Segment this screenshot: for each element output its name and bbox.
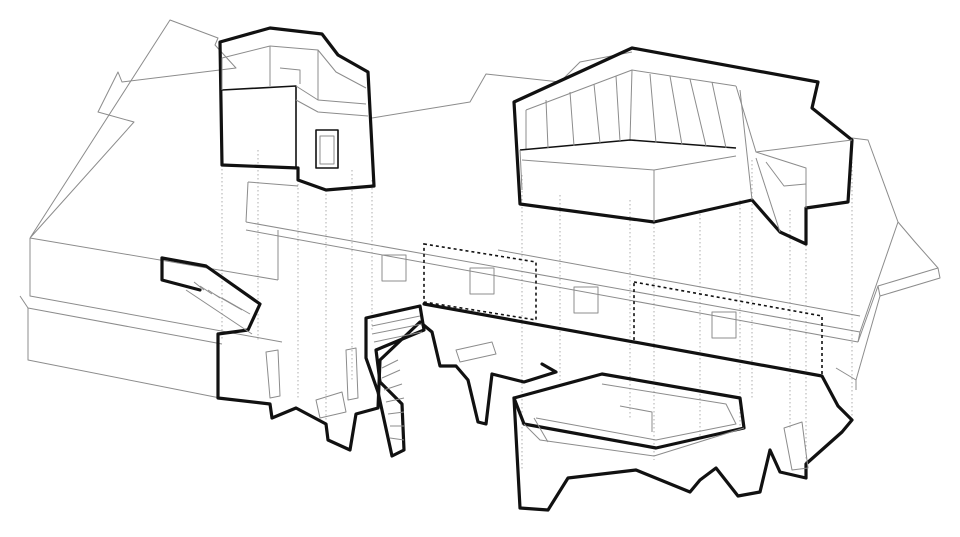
dashed-frame-right [633, 281, 823, 377]
upper-right-skylight-pavilion [512, 46, 854, 246]
stair-left [185, 281, 253, 335]
lower-floor-plan [160, 256, 854, 512]
main-roof-slab [19, 19, 941, 399]
lower-courtyard [265, 341, 809, 471]
stair-center [364, 304, 426, 458]
upper-left-rooftop-pavilion [218, 26, 376, 192]
vertical-projection-guides [221, 150, 853, 470]
dashed-selection-frames [423, 243, 823, 377]
